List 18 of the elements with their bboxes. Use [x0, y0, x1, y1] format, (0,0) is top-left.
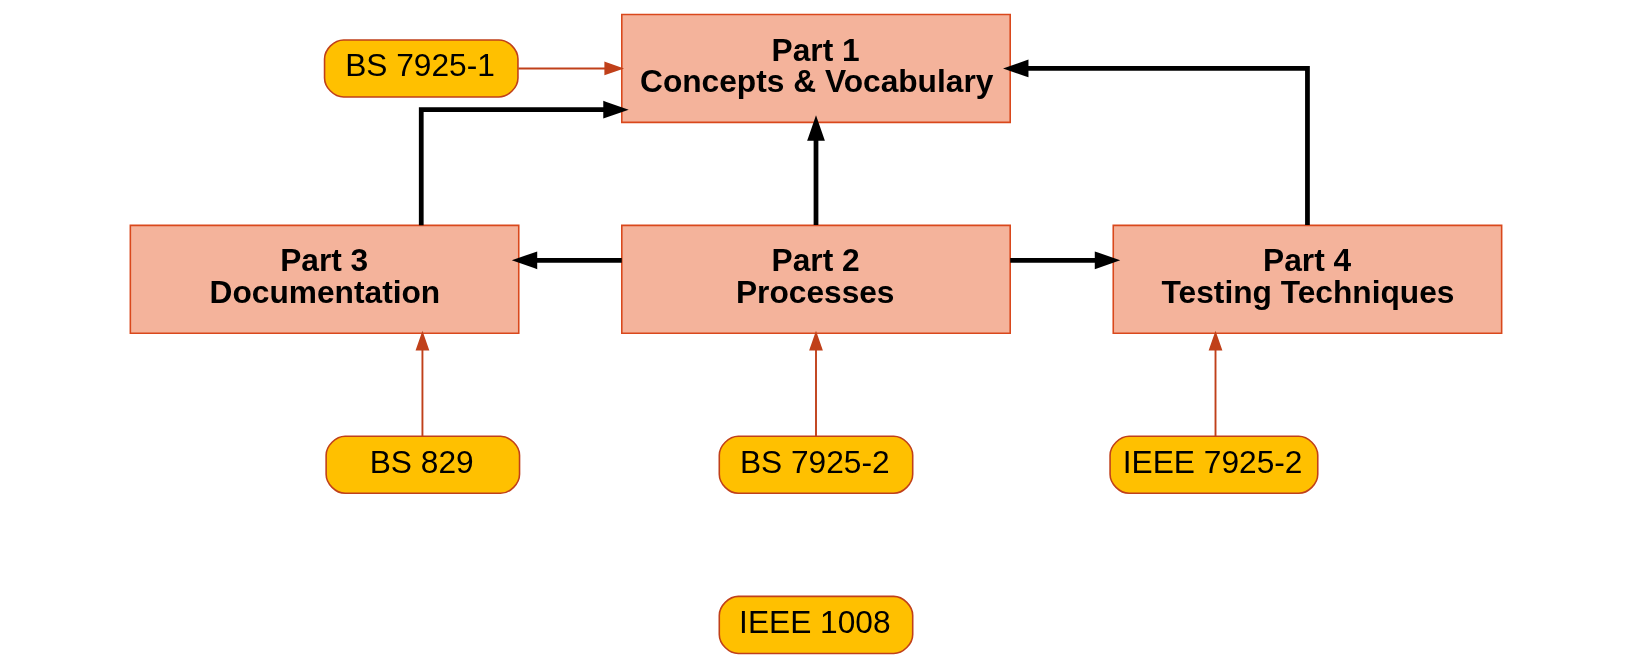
node-box: BS 7925-2 — [718, 435, 913, 495]
arrow — [418, 100, 629, 226]
node-box: BS 829 — [324, 435, 520, 495]
arrow — [415, 330, 429, 438]
node-box: Part 2 Processes — [620, 224, 1011, 334]
arrow — [1002, 59, 1310, 225]
arrow — [806, 115, 825, 225]
arrow — [1208, 330, 1222, 438]
arrow — [1009, 251, 1120, 270]
node-box: IEEE 7925-2 — [1108, 435, 1319, 495]
node-box: IEEE 1008 — [718, 595, 913, 655]
node-box: Part 4 Testing Techniques — [1111, 224, 1502, 334]
arrow — [808, 330, 823, 438]
arrow — [516, 61, 624, 76]
node-box: BS 7925-1 — [323, 39, 519, 98]
node-box: Part 1 Concepts & Vocabulary — [620, 13, 1011, 124]
node-box: Part 3 Documentation — [129, 224, 520, 334]
arrow — [511, 251, 622, 270]
